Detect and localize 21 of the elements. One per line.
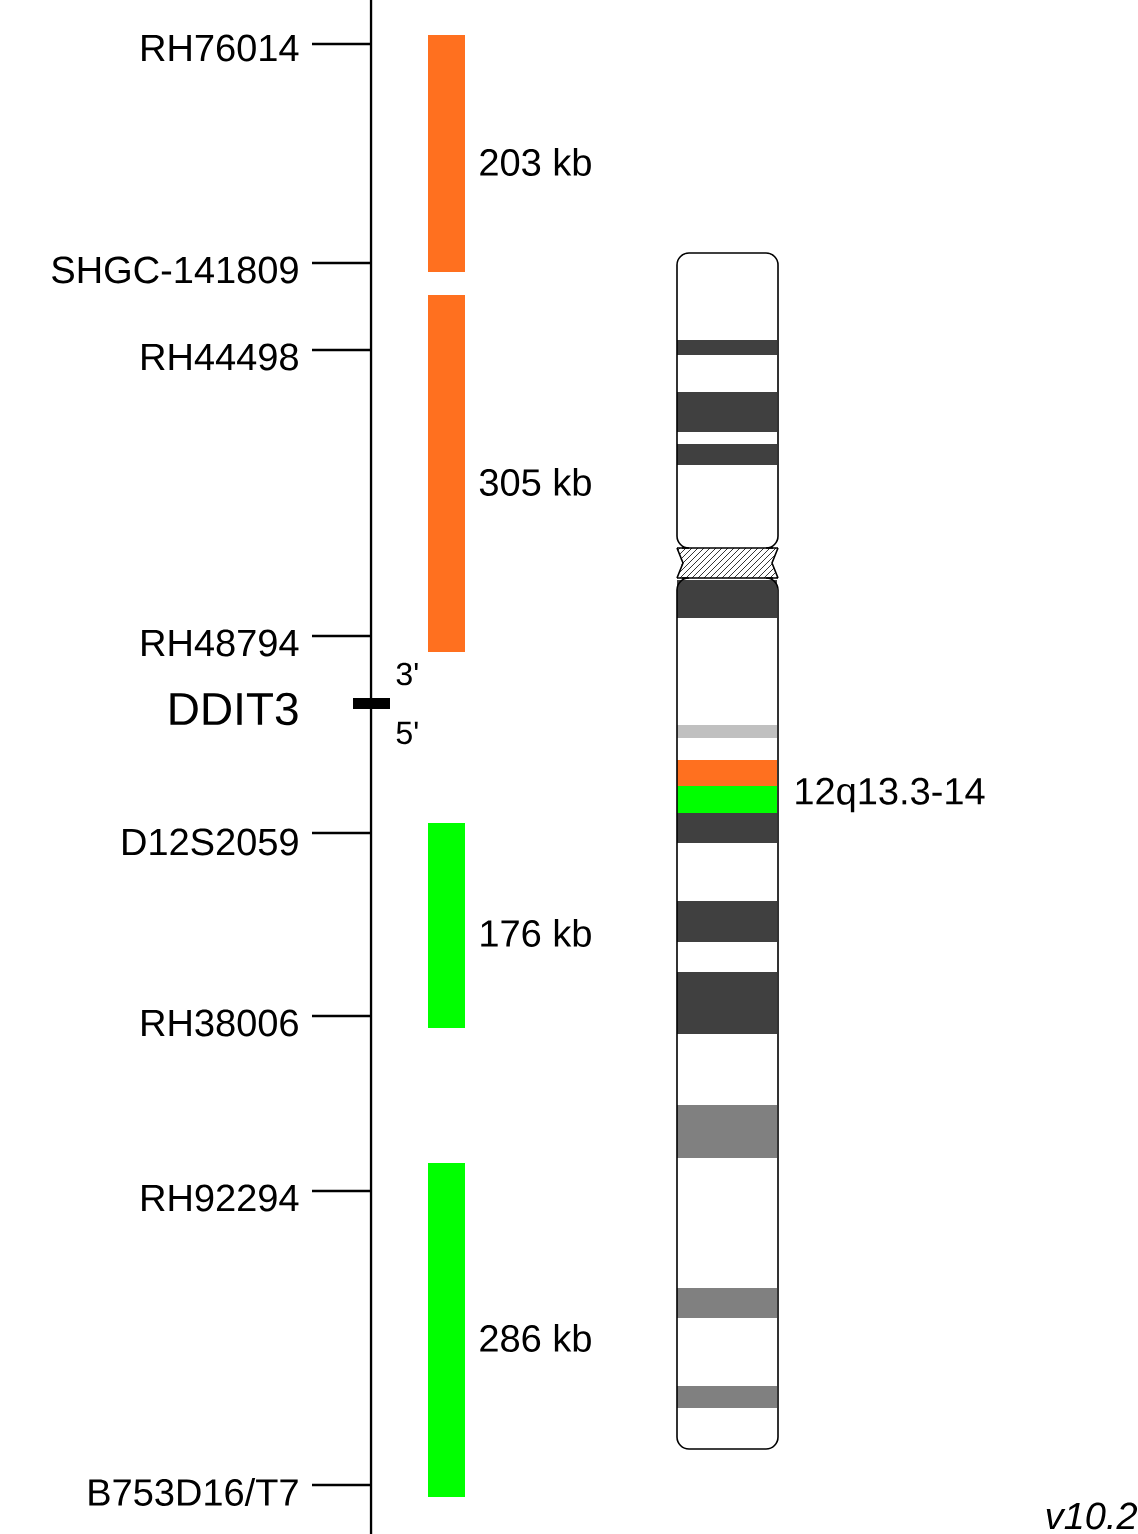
marker-label: D12S2059 bbox=[123, 828, 298, 856]
probe-bar bbox=[428, 295, 465, 652]
band-label: 12q13.3-14 bbox=[796, 777, 985, 813]
gene-label: DDIT3 bbox=[170, 692, 298, 726]
marker-label: B753D16/T7 bbox=[89, 1478, 298, 1506]
marker-label: RH92294 bbox=[142, 1184, 299, 1212]
marker-label: RH48794 bbox=[142, 629, 299, 657]
size-label: 305 kb bbox=[479, 468, 591, 496]
marker-label: SHGC-141809 bbox=[52, 256, 298, 284]
probe-bar bbox=[428, 823, 465, 1028]
size-label: 176 kb bbox=[481, 919, 591, 947]
marker-label: RH38006 bbox=[142, 1009, 298, 1037]
probe-bar bbox=[428, 1163, 465, 1497]
marker-label: RH44498 bbox=[142, 343, 298, 371]
marker-label: RH76014 bbox=[142, 34, 299, 62]
size-label: 286 kb bbox=[480, 1324, 591, 1352]
end-label: 5' bbox=[396, 721, 418, 745]
size-label: 203 kb bbox=[480, 148, 591, 176]
probe-bar bbox=[428, 35, 465, 272]
version-label: v10.2 bbox=[1046, 1502, 1138, 1530]
end-label: 3' bbox=[396, 662, 418, 686]
